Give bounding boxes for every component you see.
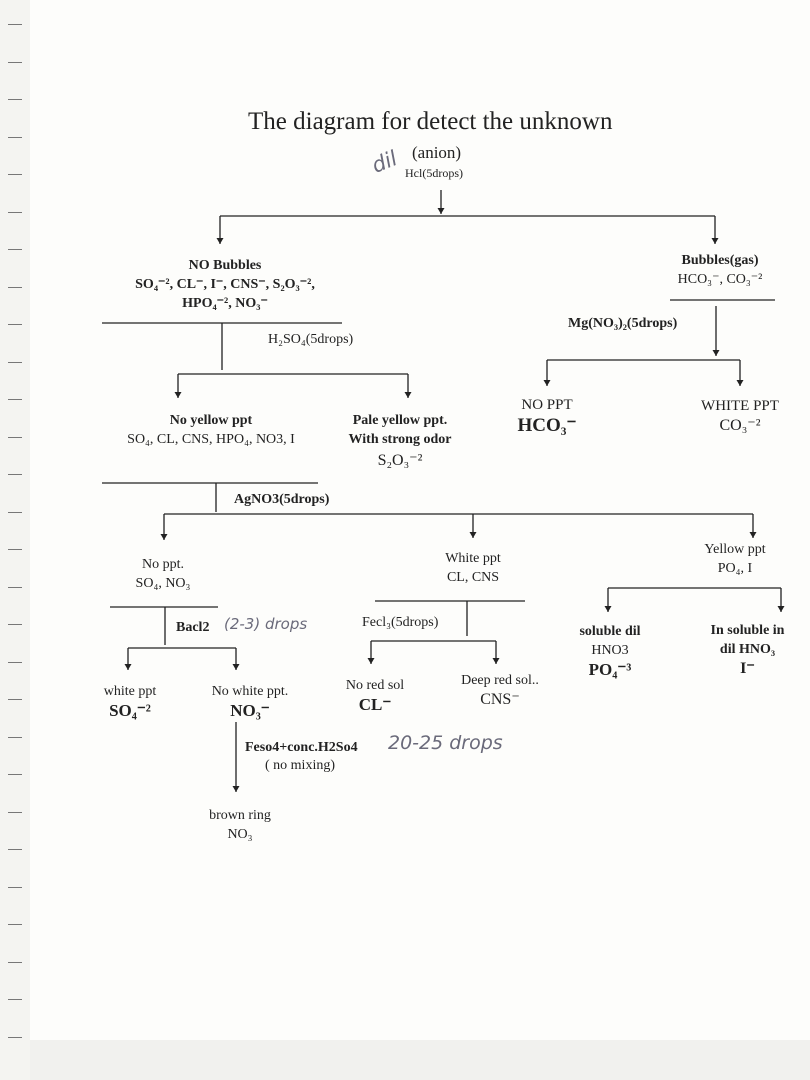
hcl-reagent: Hcl(5drops) bbox=[405, 166, 463, 180]
no-bubbles-ions-2: HPO₄⁻², NO₃⁻ bbox=[182, 296, 268, 311]
white-ppt-ba-ion: SO₄⁻² bbox=[109, 701, 151, 720]
pale-yellow-odor: With strong odor bbox=[348, 432, 452, 447]
margin-tick bbox=[8, 1036, 22, 1038]
soluble-title: soluble dil bbox=[579, 624, 641, 639]
margin-tick bbox=[8, 961, 22, 963]
handwritten-bacl2-drops: (2-3) drops bbox=[224, 615, 308, 633]
deep-red-sol-ion: CNS⁻ bbox=[480, 691, 520, 708]
margin-tick bbox=[8, 399, 22, 400]
brown-ring-title: brown ring bbox=[209, 808, 271, 823]
white-ppt-mg-node: WHITE PPT CO₃⁻² bbox=[670, 398, 810, 435]
insoluble-node: In soluble in dil HNO₃ I⁻ bbox=[690, 621, 805, 678]
margin-tick bbox=[8, 136, 22, 138]
margin-ruler bbox=[0, 0, 30, 1080]
insoluble-title: In soluble in bbox=[710, 623, 785, 638]
no-bubbles-ions: SO₄⁻², CL⁻, I⁻, CNS⁻, S₂O₃⁻², bbox=[135, 277, 315, 292]
white-ppt-ag-ions: CL, CNS bbox=[446, 570, 500, 585]
white-ppt-ba-node: white ppt SO₄⁻² bbox=[90, 682, 170, 720]
no-ppt-mg-node: NO PPT HCO₃⁻ bbox=[487, 397, 607, 437]
no-ppt-ag-title: No ppt. bbox=[142, 557, 184, 572]
diagram-title: The diagram for detect the unknown bbox=[248, 108, 613, 135]
no-ppt-mg-ion: HCO₃⁻ bbox=[517, 415, 577, 436]
deep-red-sol-node: Deep red sol.. CNS⁻ bbox=[445, 671, 555, 709]
margin-tick bbox=[8, 924, 22, 925]
margin-tick bbox=[8, 249, 22, 250]
pale-yellow-title: Pale yellow ppt. bbox=[352, 413, 448, 428]
bubbles-title: Bubbles(gas) bbox=[681, 253, 759, 268]
no-yellow-title: No yellow ppt bbox=[169, 413, 253, 428]
margin-tick bbox=[8, 886, 22, 888]
bubbles-ions: HCO₃⁻, CO₃⁻² bbox=[677, 272, 763, 287]
no-bubbles-node: NO Bubbles SO₄⁻², CL⁻, I⁻, CNS⁻, S₂O₃⁻²,… bbox=[100, 256, 350, 313]
margin-tick bbox=[8, 699, 22, 700]
margin-tick bbox=[8, 174, 22, 175]
no-ppt-ag-ions: SO₄, NO₃ bbox=[135, 576, 191, 591]
handwritten-feso4-drops: 20-25 drops bbox=[388, 732, 503, 754]
brown-ring-node: brown ring NO₃ bbox=[190, 806, 290, 844]
feso4-reagent: Feso4+conc.H2So4 bbox=[245, 740, 358, 755]
margin-tick bbox=[8, 474, 22, 475]
h2so4-reagent: H₂SO₄(5drops) bbox=[268, 332, 354, 347]
white-ppt-mg-title: WHITE PPT bbox=[701, 398, 779, 414]
diagram-subtitle: (anion) bbox=[412, 143, 462, 162]
no-white-ppt-title: No white ppt. bbox=[211, 684, 289, 699]
margin-tick bbox=[8, 211, 22, 213]
insoluble-acid: dil HNO₃ bbox=[719, 642, 776, 657]
margin-tick bbox=[8, 999, 22, 1000]
no-bubbles-title: NO Bubbles bbox=[188, 258, 262, 273]
bubbles-node: Bubbles(gas) HCO₃⁻, CO₃⁻² bbox=[660, 251, 780, 289]
no-red-sol-ion: CL⁻ bbox=[358, 695, 392, 714]
margin-tick bbox=[8, 549, 22, 550]
white-ppt-ag-node: White ppt CL, CNS bbox=[418, 549, 528, 587]
margin-tick bbox=[8, 61, 22, 63]
insoluble-ion: I⁻ bbox=[740, 660, 755, 677]
margin-tick bbox=[8, 436, 22, 438]
margin-tick bbox=[8, 624, 22, 625]
margin-tick bbox=[8, 24, 22, 25]
no-white-ppt-node: No white ppt. NO₃⁻ bbox=[195, 682, 305, 720]
soluble-ion: PO₄⁻³ bbox=[588, 660, 632, 679]
pale-yellow-ion: S₂O₃⁻² bbox=[377, 452, 423, 469]
fecl3-reagent: Fecl₃(5drops) bbox=[362, 615, 439, 630]
mgno3-reagent: Mg(NO₃)₂(5drops) bbox=[568, 316, 678, 331]
margin-tick bbox=[8, 361, 22, 363]
margin-tick bbox=[8, 99, 22, 100]
margin-tick bbox=[8, 511, 22, 513]
margin-tick bbox=[8, 661, 22, 663]
no-ppt-mg-title: NO PPT bbox=[521, 397, 573, 413]
no-red-sol-title: No red sol bbox=[345, 678, 405, 693]
yellow-ppt-ag-node: Yellow ppt PO₄, I bbox=[685, 540, 785, 578]
brown-ring-ion: NO₃ bbox=[227, 827, 253, 842]
no-yellow-ions: SO₄, CL, CNS, HPO₄, NO3, I bbox=[127, 432, 295, 447]
no-white-ppt-ion: NO₃⁻ bbox=[230, 701, 270, 720]
white-ppt-ag-title: White ppt bbox=[445, 551, 501, 566]
soluble-node: soluble dil HNO3 PO₄⁻³ bbox=[555, 622, 665, 679]
margin-tick bbox=[8, 811, 22, 813]
no-red-sol-node: No red sol CL⁻ bbox=[330, 676, 420, 714]
white-ppt-ba-title: white ppt bbox=[103, 684, 157, 699]
margin-tick bbox=[8, 736, 22, 738]
margin-tick bbox=[8, 324, 22, 325]
yellow-ppt-ag-ions: PO₄, I bbox=[717, 561, 753, 576]
yellow-ppt-ag-title: Yellow ppt bbox=[704, 542, 766, 557]
margin-tick bbox=[8, 774, 22, 775]
page-bottom-edge bbox=[30, 1040, 810, 1080]
deep-red-sol-title: Deep red sol.. bbox=[461, 673, 539, 688]
soluble-acid: HNO3 bbox=[591, 643, 629, 658]
margin-tick bbox=[8, 586, 22, 588]
paper-sheet bbox=[30, 0, 810, 1080]
margin-tick bbox=[8, 286, 22, 288]
agno3-reagent: AgNO3(5drops) bbox=[234, 492, 330, 507]
no-ppt-ag-node: No ppt. SO₄, NO₃ bbox=[108, 555, 218, 593]
no-mixing-note: ( no mixing) bbox=[265, 758, 335, 773]
margin-tick bbox=[8, 849, 22, 850]
white-ppt-mg-ion: CO₃⁻² bbox=[719, 417, 761, 434]
no-yellow-node: No yellow ppt SO₄, CL, CNS, HPO₄, NO3, I bbox=[96, 411, 326, 449]
bacl2-reagent: Bacl2 bbox=[176, 620, 210, 635]
pale-yellow-node: Pale yellow ppt. With strong odor S₂O₃⁻² bbox=[335, 411, 465, 470]
